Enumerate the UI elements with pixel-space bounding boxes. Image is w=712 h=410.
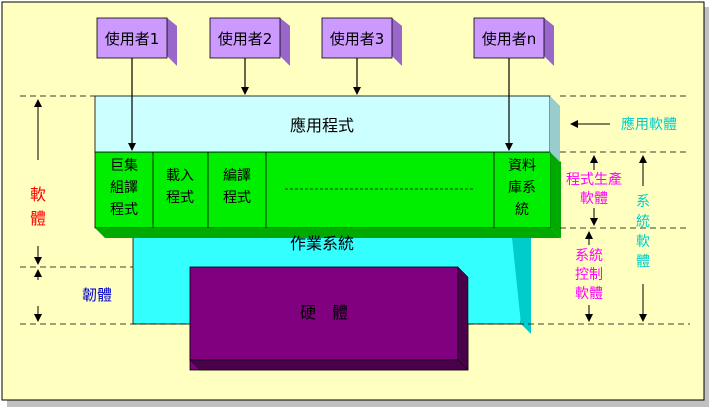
loader-label-2: 程式 [166,190,194,206]
software-label-1: 軟 [30,185,46,204]
system-software-label-3: 軟 [636,234,650,250]
compiler-label-2: 程式 [223,190,251,206]
user-label-1: 使用者1 [105,30,160,48]
program-production-label-2: 軟體 [580,191,608,207]
database-label-3: 統 [515,202,529,218]
system-control-label-3: 軟體 [575,286,603,302]
hardware-front [189,266,469,371]
applications-label: 應用程式 [290,116,354,135]
macro-label-3: 程式 [110,202,138,218]
user-box-3: 使用者3 [321,17,402,66]
user-label-3: 使用者3 [330,30,385,48]
application-software-label: 應用軟體 [621,116,677,133]
loader-label-1: 載入 [166,168,194,184]
user-box-n: 使用者n [473,17,554,66]
user-arrows [128,58,513,151]
database-label-1: 資料 [508,158,536,174]
system-software-label-2: 統 [636,214,650,230]
user-label-2: 使用者2 [218,30,273,48]
hardware-label: 硬 體 [300,303,348,322]
user-box-2: 使用者2 [209,17,290,66]
program-production-label-1: 程式生產 [566,171,622,188]
application-layer [94,95,560,162]
compiler-label-1: 編譯 [223,168,251,184]
macro-label-2: 組譯 [110,180,138,196]
system-software-label-4: 體 [636,254,650,270]
database-label-2: 庫系 [508,179,536,196]
system-programs-layer [94,151,561,238]
macro-label-1: 巨集 [110,157,138,174]
system-control-label-1: 系統 [575,248,603,264]
user-box-1: 使用者1 [96,17,177,66]
system-software-label-1: 系 [636,194,650,210]
guide-lines [20,95,690,325]
operating-system-label: 作業系統 [290,234,354,253]
user-label-n: 使用者n [482,30,537,48]
system-control-label-2: 控制 [575,267,603,283]
software-label-2: 體 [30,209,46,228]
firmware-label: 韌體 [82,286,112,304]
